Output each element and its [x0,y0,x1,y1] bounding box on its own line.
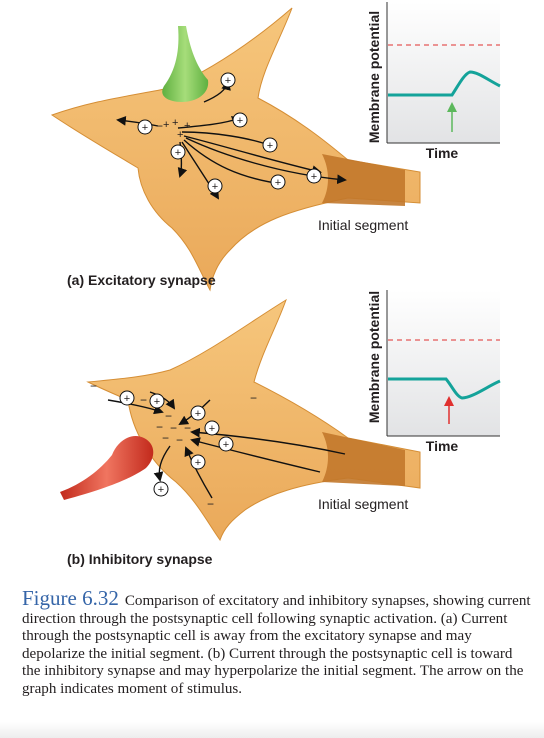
minus-sign: − [250,391,257,405]
plus-badge: + [170,144,186,160]
svg-text:+: + [195,457,201,469]
svg-text:+: + [195,408,201,420]
svg-text:+: + [209,423,215,435]
plus-sign: + [184,120,190,132]
svg-text:+: + [142,122,148,134]
charges-a: + + + + + + + + + + + + − [137,72,322,194]
plus-badge: + [306,168,322,184]
minus-sign: − [184,421,191,435]
initial-segment-label-a: Initial segment [318,217,408,233]
minus-sign: − [156,119,163,133]
minus-sign: − [162,431,169,445]
neuron-cell-a [50,7,421,292]
graph-a-xlabel: Time [426,145,459,161]
graph-a-area [387,2,500,143]
plus-badge: + [149,393,165,409]
charges-b: + + + + + + + − − − − − − − − − − [90,379,257,511]
graph-b-xlabel: Time [426,438,459,454]
plus-sign: + [172,117,178,129]
plus-badge: + [204,420,220,436]
minus-sign: − [140,393,147,407]
page-edge-shadow [0,722,544,738]
initial-segment-label-b: Initial segment [318,496,408,512]
svg-text:+: + [223,439,229,451]
minus-sign: − [207,497,214,511]
minus-sign: − [165,409,172,423]
panel-b: + + + + + + + − − − − − − − − − − Initia… [60,290,501,542]
plus-sign: + [163,119,169,131]
plus-badge: + [119,390,135,406]
stimulus-arrow-b [444,396,454,424]
figure-number: Figure 6.32 [22,586,119,610]
graph-b: Membrane potential Time [366,290,501,454]
minus-sign: − [90,379,97,393]
plus-badge: + [153,481,169,497]
svg-text:+: + [225,75,231,87]
excitatory-terminal [162,26,209,102]
svg-text:+: + [267,140,273,152]
caption-text: Comparison of excitatory and inhibitory … [22,593,531,697]
svg-text:+: + [237,115,243,127]
panel-b-label: (b) Inhibitory synapse [67,551,213,567]
membrane-trace-a [388,70,501,97]
graph-a-ylabel: Membrane potential [366,11,382,143]
svg-text:+: + [158,484,164,496]
minus-sign: − [156,420,163,434]
plus-badge: + [262,137,278,153]
plus-badge: + [218,436,234,452]
minus-sign: − [176,433,183,447]
graph-b-ylabel: Membrane potential [366,291,382,423]
panel-a-label: (a) Excitatory synapse [67,272,216,288]
initial-segment-a [322,154,405,206]
graph-b-area [387,290,500,436]
inhibitory-terminal [60,435,154,500]
stimulus-arrow-a [447,102,457,132]
minus-sign: − [170,421,177,435]
svg-text:+: + [124,393,130,405]
svg-text:+: + [175,147,181,159]
plus-badge: + [190,405,206,421]
svg-text:+: + [154,396,160,408]
plus-badge: + [220,72,236,88]
plus-badge: + [232,112,248,128]
svg-text:+: + [275,177,281,189]
plus-badge: + [137,119,153,135]
svg-text:+: + [311,171,317,183]
panel-a: + + + + + + + + + + + + − Initial segmen… [50,2,501,292]
plus-badge: + [270,174,286,190]
svg-text:+: + [212,181,218,193]
graph-a: Membrane potential Time [366,2,501,161]
plus-badge: + [207,178,223,194]
membrane-trace-b [388,377,501,400]
plus-sign: + [177,129,183,141]
plus-badge: + [190,454,206,470]
initial-segment-b [322,432,405,486]
